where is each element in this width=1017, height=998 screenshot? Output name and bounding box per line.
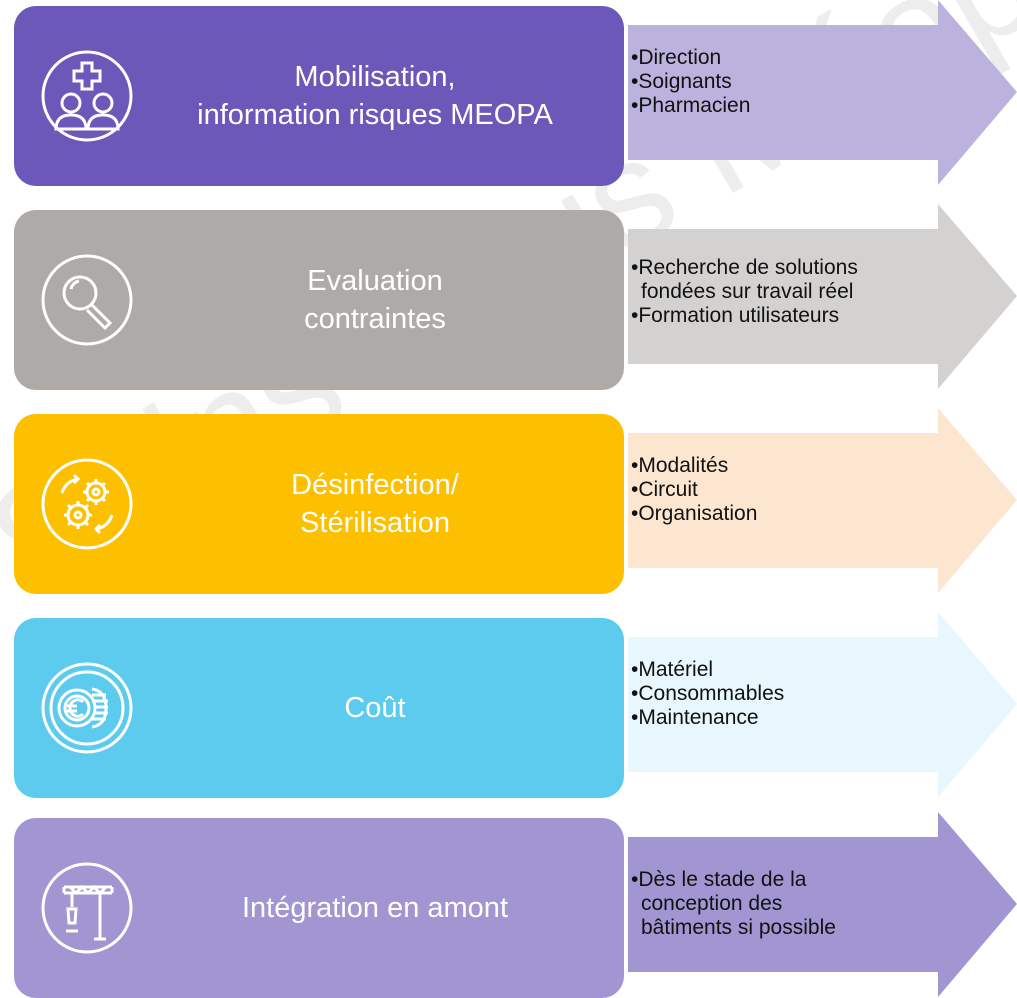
step-title: Désinfection/ Stérilisation xyxy=(134,414,616,594)
bullet-item: •Consommables xyxy=(631,682,785,705)
step-title: Evaluation contraintes xyxy=(134,210,616,390)
bullet-item: •Organisation xyxy=(631,502,758,525)
step-box: Evaluation contraintes xyxy=(14,210,624,390)
bullet-item: •Pharmacien xyxy=(631,94,751,117)
step-arrow xyxy=(628,612,1017,797)
bullet-item: •Direction xyxy=(631,46,722,69)
title-line: contraintes xyxy=(304,303,446,335)
bullet-item: •Maintenance xyxy=(631,706,759,729)
step-box: Coût xyxy=(14,618,624,798)
magnifier-icon xyxy=(40,253,134,347)
gears-cycle-icon xyxy=(40,457,134,551)
bullet-list: •Direction •Soignants •Pharmacien xyxy=(631,46,961,118)
bullet-item: •Modalités xyxy=(631,454,729,477)
step-title: Coût xyxy=(134,618,616,798)
step-box: Mobilisation, information risques MEOPA xyxy=(14,6,624,186)
bullet-item: •Matériel xyxy=(631,658,714,681)
medical-staff-icon xyxy=(40,49,134,143)
step-arrow xyxy=(628,0,1017,185)
bullet-item: fondées sur travail réel xyxy=(641,280,854,303)
title-line: Coût xyxy=(344,692,406,724)
title-line: Stérilisation xyxy=(300,507,450,539)
title-line: Désinfection/ xyxy=(291,469,459,501)
step-row-desinfection: Désinfection/ Stérilisation •Modalités •… xyxy=(0,408,1017,594)
step-row-integration: Intégration en amont •Dès le stade de la… xyxy=(0,812,1017,998)
step-row-evaluation: Evaluation contraintes •Recherche de sol… xyxy=(0,204,1017,390)
step-box: Désinfection/ Stérilisation xyxy=(14,414,624,594)
step-row-mobilisation: Mobilisation, information risques MEOPA … xyxy=(0,0,1017,186)
bullet-item: •Formation utilisateurs xyxy=(631,304,840,327)
step-arrow xyxy=(628,408,1017,593)
title-line: Mobilisation, xyxy=(294,61,456,93)
bullet-item: •Soignants xyxy=(631,70,732,93)
bullet-list: •Dès le stade de la conception des bâtim… xyxy=(631,868,961,940)
crane-icon xyxy=(40,861,134,955)
bullet-list: •Modalités •Circuit •Organisation xyxy=(631,454,961,526)
bullet-item: •Dès le stade de la xyxy=(631,868,807,891)
title-line: Intégration en amont xyxy=(241,892,508,924)
step-arrow xyxy=(628,812,1017,997)
euro-coin-icon xyxy=(40,661,134,755)
bullet-item: bâtiments si possible xyxy=(641,916,836,939)
title-line: Evaluation xyxy=(307,265,443,297)
bullet-item: conception des xyxy=(641,892,783,915)
step-arrow xyxy=(628,204,1017,389)
step-box: Intégration en amont xyxy=(14,818,624,998)
bullet-item: •Recherche de solutions xyxy=(631,256,858,279)
title-line: information risques MEOPA xyxy=(197,99,553,131)
step-title: Mobilisation, information risques MEOPA xyxy=(134,6,616,186)
step-title: Intégration en amont xyxy=(134,818,616,998)
bullet-list: •Recherche de solutions fondées sur trav… xyxy=(631,256,961,328)
step-row-cout: Coût •Matériel •Consommables •Maintenanc… xyxy=(0,612,1017,798)
bullet-item: •Circuit xyxy=(631,478,698,501)
bullet-list: •Matériel •Consommables •Maintenance xyxy=(631,658,961,730)
